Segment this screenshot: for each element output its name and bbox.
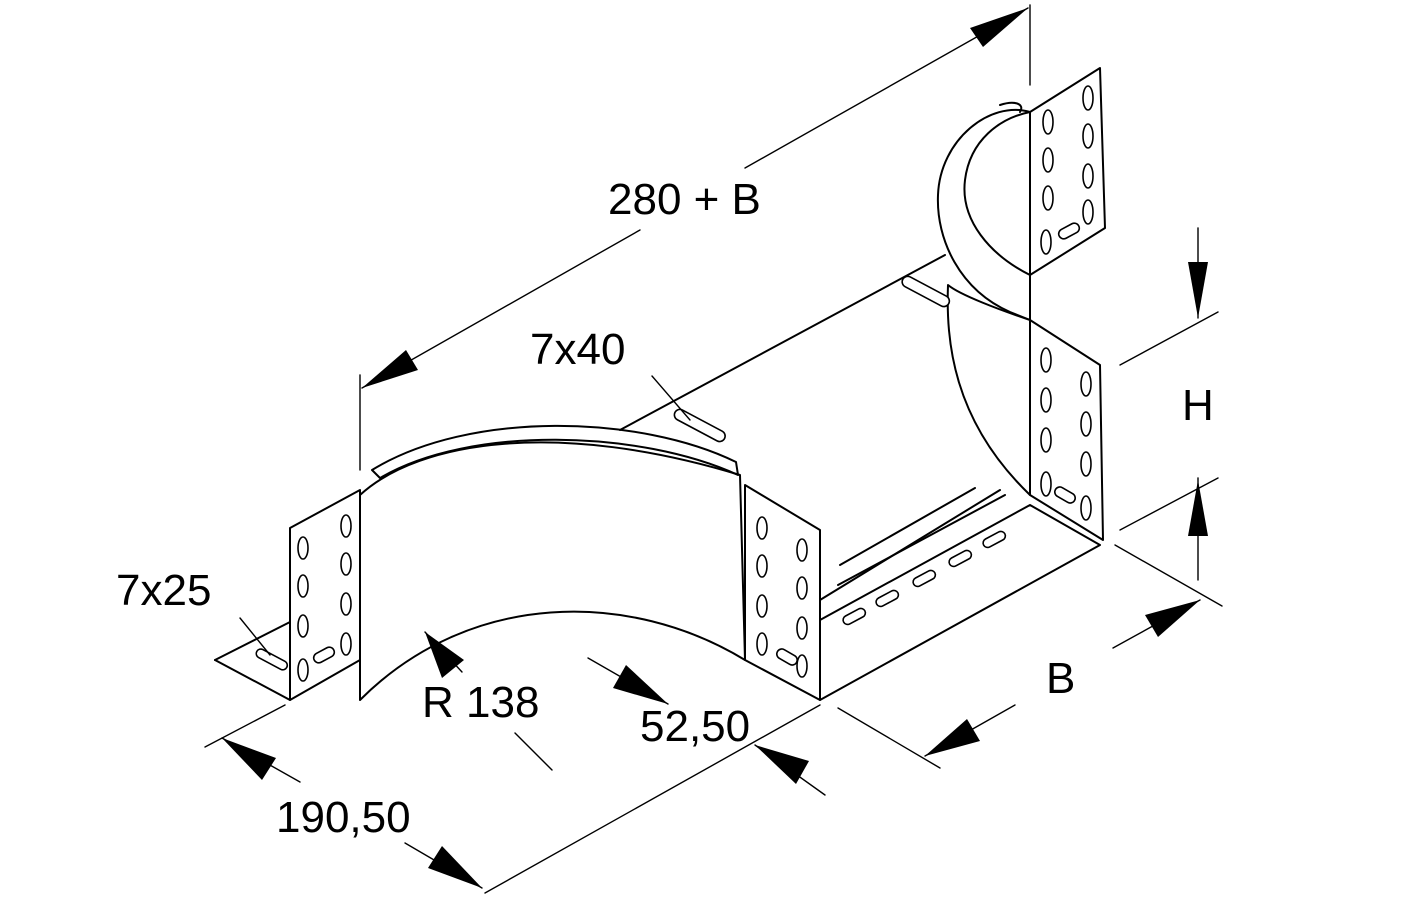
label-width: B <box>1046 654 1075 703</box>
left-front-plate <box>214 489 361 701</box>
label-top-length: 280 + B <box>608 175 761 224</box>
lower-right-curved-wall <box>946 284 1031 496</box>
leader-7x25 <box>239 617 271 656</box>
label-slot-top: 7x40 <box>530 325 625 374</box>
label-height: H <box>1182 381 1214 430</box>
dim-front-length <box>204 704 821 894</box>
dim-height <box>1119 227 1219 581</box>
label-slot-left: 7x25 <box>116 566 211 615</box>
leader-7x40 <box>651 375 691 421</box>
label-offset: 52,50 <box>640 702 750 751</box>
dim-top-length <box>359 4 1031 471</box>
dim-width <box>837 544 1223 769</box>
right-lower-plate <box>1029 319 1104 541</box>
dim-offset <box>587 657 826 796</box>
front-curved-wall <box>359 408 746 701</box>
label-radius: R 138 <box>422 678 539 727</box>
label-front-length: 190,50 <box>276 793 411 842</box>
right-front-plate <box>744 484 821 701</box>
right-upper-plate <box>1029 67 1106 276</box>
slot-upper <box>901 275 951 308</box>
upper-curved-wall <box>936 101 1031 321</box>
dim-radius <box>424 631 553 771</box>
floor-slots <box>842 530 1007 626</box>
